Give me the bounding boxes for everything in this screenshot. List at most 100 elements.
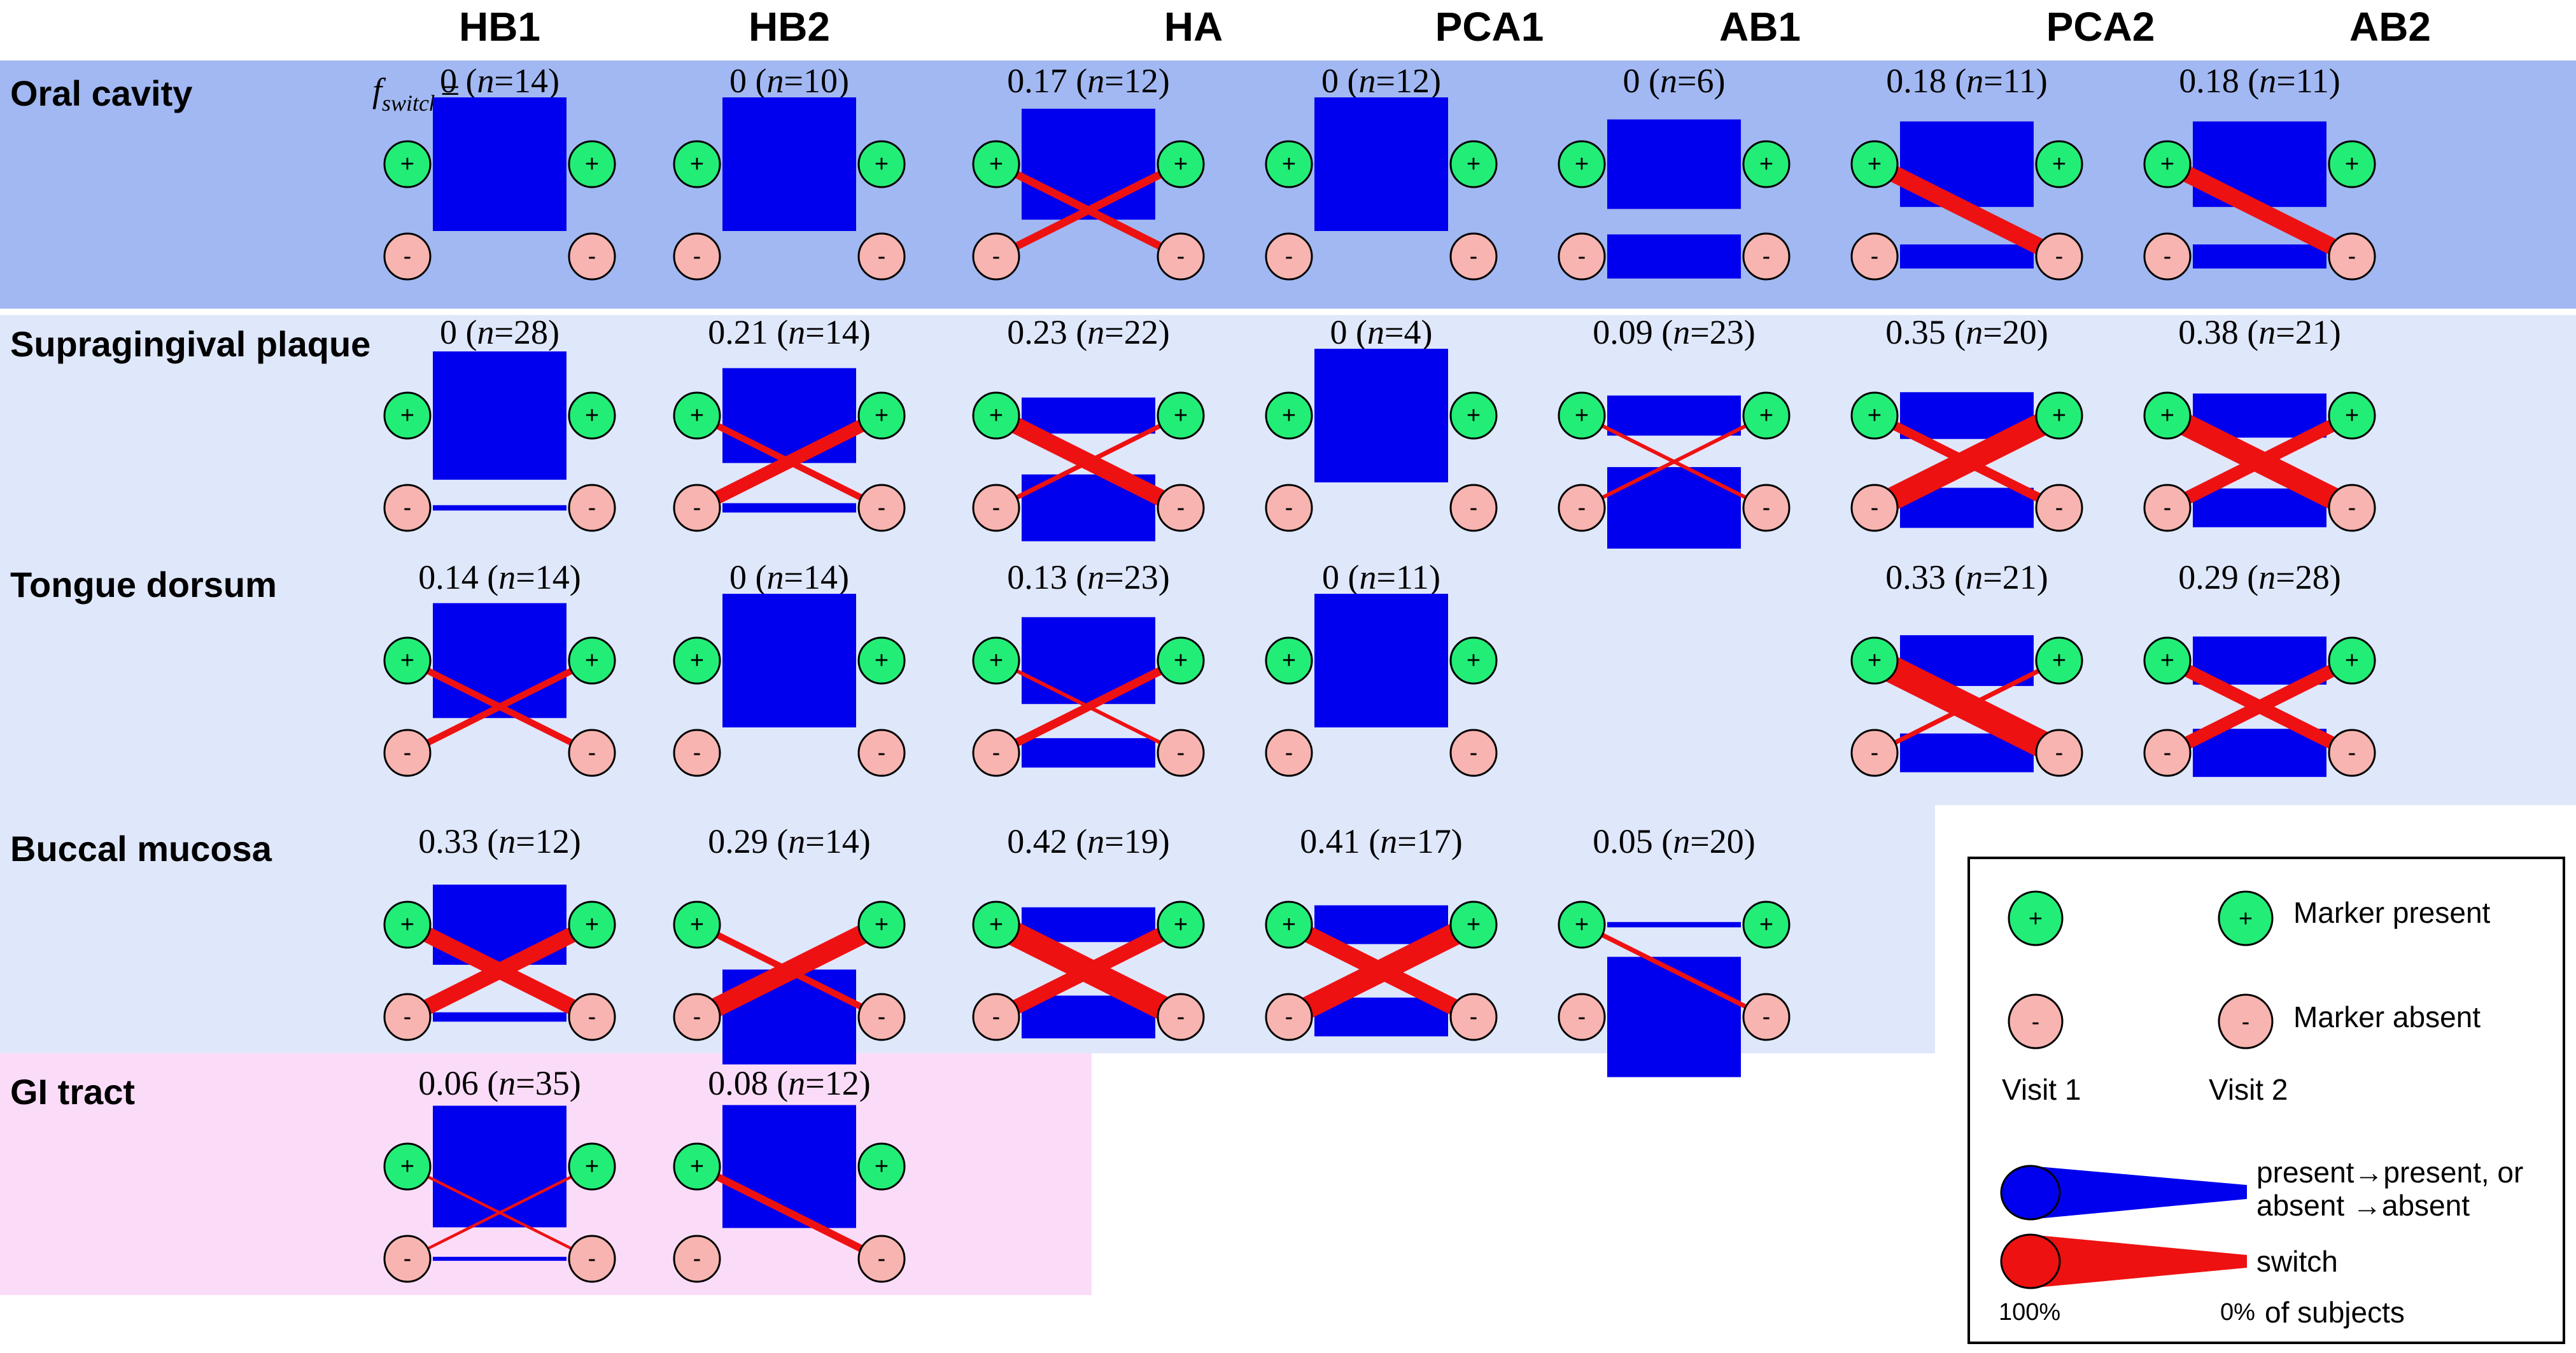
legend-plus-symbol-2: + — [2239, 906, 2253, 932]
visit1-absent-marker — [673, 993, 721, 1041]
visit1-present-marker-symbol: + — [690, 911, 704, 938]
visit1-absent-marker-symbol: - — [2164, 740, 2172, 766]
visit2-absent-marker — [1742, 232, 1791, 281]
fswitch-value-buccal-mucosa-ab1: 0.05 (n=20) — [1593, 822, 1755, 860]
cell-oral-cavity-pca2: 0.18 (n=11)++-- — [1850, 62, 2083, 281]
row-label-supragingival-plaque: Supragingival plaque — [10, 324, 370, 364]
fswitch-number: 0 ( — [1330, 313, 1367, 351]
fswitch-value-supragingival-plaque-ha: 0.23 (n=22) — [1007, 313, 1169, 351]
row-label-tongue-dorsum: Tongue dorsum — [10, 564, 277, 605]
visit1-present-marker — [383, 140, 432, 188]
visit1-absent-marker — [673, 232, 721, 281]
present-to-absent-switch-line — [1883, 163, 2050, 258]
transition-diagrams: 0 (n=14)++--0 (n=10)++--0.17 (n=12)++--0… — [383, 62, 2376, 1283]
visit2-present-marker — [568, 391, 616, 440]
cell-oral-cavity-ab1: 0 (n=6)++-- — [1558, 62, 1791, 281]
visit1-absent-marker-symbol: - — [404, 494, 412, 521]
fswitch-sub: switch — [382, 90, 440, 116]
row-label-gi-tract: GI tract — [10, 1072, 135, 1112]
absent-to-present-switch-line — [1886, 664, 2048, 749]
fswitch-value-tongue-dorsum-ha: 0.13 (n=23) — [1007, 558, 1169, 596]
legend-visit1-label: Visit 1 — [2002, 1073, 2081, 1106]
visit1-absent-marker — [673, 484, 721, 532]
visit1-present-marker-symbol: + — [400, 402, 414, 429]
n-label: n — [767, 62, 784, 100]
n-value: =14) — [495, 62, 560, 100]
visit1-present-marker — [1265, 636, 1313, 685]
fswitch-value-gi-tract-hb1: 0.06 (n=35) — [418, 1064, 581, 1102]
present-present-bar — [1022, 617, 1155, 705]
visit2-absent-marker-symbol: - — [1470, 494, 1478, 521]
visit1-absent-marker-symbol: - — [992, 1004, 1001, 1030]
visit1-present-marker — [972, 391, 1020, 440]
present-present-bar — [433, 97, 567, 231]
absent-absent-bar — [1607, 957, 1741, 1077]
visit1-present-marker-symbol: + — [400, 1153, 414, 1180]
fswitch-number: 0 ( — [1623, 62, 1660, 100]
visit2-present-marker — [1742, 140, 1791, 188]
column-header-ha: HA — [1164, 4, 1223, 50]
visit1-absent-marker-symbol: - — [992, 740, 1001, 766]
visit2-present-marker-symbol: + — [1467, 911, 1481, 938]
fswitch-number: 0.05 ( — [1593, 822, 1673, 860]
visit1-present-marker-symbol: + — [1282, 151, 1296, 178]
visit1-present-marker — [1558, 140, 1606, 188]
visit2-present-marker-symbol: + — [1174, 151, 1188, 178]
n-label: n — [1087, 822, 1104, 860]
fswitch-number: 0.41 ( — [1300, 822, 1380, 860]
visit2-absent-marker-symbol: - — [588, 1245, 596, 1272]
column-headers: HB1 HB2 HA PCA1 AB1 PCA2 AB2 — [459, 4, 2431, 50]
visit2-present-marker — [2328, 636, 2376, 685]
visit2-present-marker — [857, 1142, 906, 1191]
legend-visit1-present-marker: + — [2008, 890, 2064, 946]
visit2-absent-marker-symbol: - — [2055, 494, 2064, 521]
fswitch-value-buccal-mucosa-pca1: 0.41 (n=17) — [1300, 822, 1462, 860]
fswitch-value-supragingival-plaque-ab1: 0.09 (n=23) — [1593, 313, 1755, 351]
visit2-present-marker-symbol: + — [875, 1153, 889, 1180]
visit1-absent-marker-symbol: - — [992, 494, 1001, 521]
visit2-present-marker-symbol: + — [1467, 647, 1481, 674]
cell-oral-cavity-hb2: 0 (n=10)++-- — [673, 62, 906, 281]
fswitch-value-oral-cavity-ab2: 0.18 (n=11) — [2179, 62, 2340, 100]
present-present-bar — [722, 594, 856, 727]
fswitch-value-oral-cavity-hb1: 0 (n=14) — [440, 62, 560, 100]
visit2-absent-marker — [568, 1235, 616, 1283]
visit2-present-marker-symbol: + — [1759, 911, 1773, 938]
visit2-absent-marker-symbol: - — [1177, 1004, 1185, 1030]
visit2-present-marker — [2035, 391, 2083, 440]
cell-buccal-mucosa-ab1: 0.05 (n=20)++-- — [1558, 822, 1791, 1077]
n-label: n — [767, 558, 784, 596]
visit1-present-marker — [2143, 391, 2192, 440]
present-to-absent-switch-line — [1593, 929, 1755, 1013]
visit1-present-marker-symbol: + — [690, 402, 704, 429]
fswitch-value-supragingival-plaque-hb1: 0 (n=28) — [440, 313, 560, 351]
visit1-absent-marker-symbol: - — [693, 1004, 701, 1030]
n-label: n — [498, 558, 516, 596]
n-value: =10) — [784, 62, 849, 100]
n-label: n — [788, 1064, 805, 1102]
column-header-ab1: AB1 — [1719, 4, 1801, 50]
cell-gi-tract-hb1: 0.06 (n=35)++-- — [383, 1064, 616, 1283]
fswitch-number: 0.38 ( — [2178, 313, 2258, 351]
present-to-absent-switch-line — [2176, 163, 2343, 258]
visit2-absent-marker — [1157, 993, 1205, 1041]
visit2-present-marker — [857, 391, 906, 440]
present-present-bar — [1607, 922, 1741, 928]
absent-to-present-switch-line — [1593, 420, 1755, 503]
present-present-bar — [1314, 349, 1448, 482]
n-label: n — [498, 1064, 516, 1102]
visit2-absent-marker — [568, 484, 616, 532]
fswitch-number: 0 ( — [1322, 558, 1359, 596]
cell-buccal-mucosa-ha: 0.42 (n=19)++-- — [972, 822, 1205, 1041]
visit1-absent-marker-symbol: - — [1285, 740, 1293, 766]
absent-to-present-switch-line — [419, 1172, 580, 1254]
visit1-present-marker — [383, 901, 432, 949]
visit2-present-marker-symbol: + — [585, 151, 599, 178]
present-present-bar — [1314, 97, 1448, 231]
legend-minus-symbol-2: - — [2242, 1009, 2250, 1035]
n-label: n — [1359, 62, 1376, 100]
n-value: =14) — [516, 558, 581, 596]
visit2-present-marker — [1742, 391, 1791, 440]
fswitch-number: 0 ( — [729, 62, 766, 100]
visit2-present-marker-symbol: + — [2052, 151, 2066, 178]
